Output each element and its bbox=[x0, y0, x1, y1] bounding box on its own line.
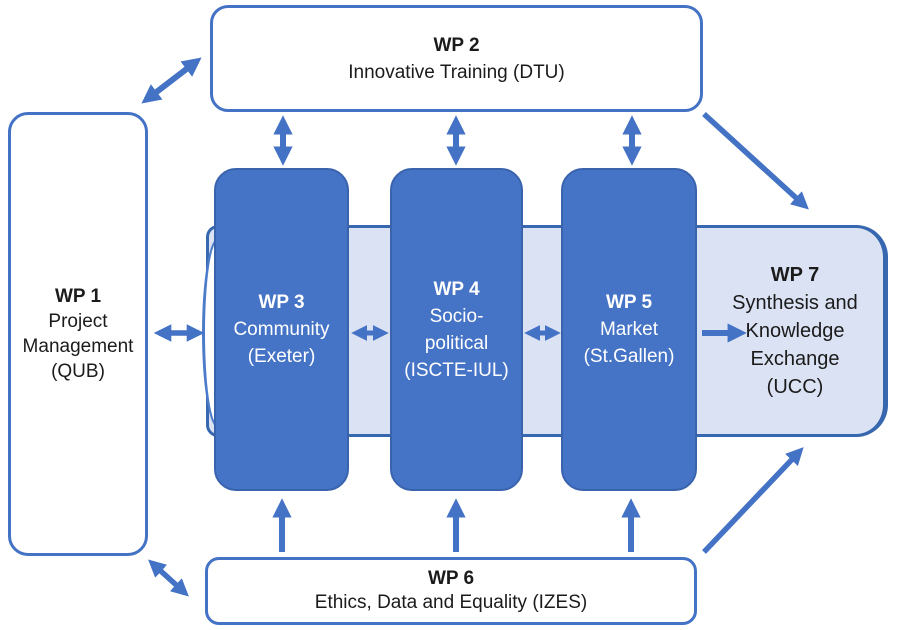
wp6-title: WP 6 bbox=[427, 568, 475, 589]
wp7-line: Knowledge bbox=[745, 320, 845, 342]
wp1-box: WP 1 Project Management (QUB) bbox=[8, 112, 148, 556]
arrow-wp1-wp2 bbox=[141, 57, 202, 104]
wp4-title: WP 4 bbox=[433, 278, 480, 300]
wp2-box: WP 2 Innovative Training (DTU) bbox=[210, 5, 703, 112]
wp5-title: WP 5 bbox=[605, 292, 653, 313]
wp4-line: (ISCTE-IUL) bbox=[404, 359, 509, 381]
wp6-box: WP 6 Ethics, Data and Equality (IZES) bbox=[205, 557, 697, 625]
wp7-line: Exchange bbox=[750, 348, 840, 370]
wp1-line: Management bbox=[22, 336, 134, 357]
wp4-box: WP 4 Socio- political (ISCTE-IUL) bbox=[390, 168, 523, 491]
wp1-title: WP 1 bbox=[54, 286, 102, 307]
wp7-line: Synthesis and bbox=[732, 292, 858, 314]
wp4-line: Socio- bbox=[429, 305, 484, 327]
wp3-line: (Exeter) bbox=[247, 346, 316, 367]
arrow-wp2-wp7 bbox=[702, 111, 809, 210]
wp4-line: political bbox=[424, 332, 489, 354]
wp7-title: WP 7 bbox=[770, 264, 820, 286]
wp1-line: (QUB) bbox=[51, 361, 105, 382]
wp7-line: (UCC) bbox=[766, 376, 824, 398]
arrow-wp6-wp7 bbox=[702, 447, 804, 554]
wp2-line: Innovative Training (DTU) bbox=[348, 61, 565, 83]
wp3-line: Community bbox=[233, 319, 330, 340]
wp5-line: (St.Gallen) bbox=[583, 346, 675, 367]
wp5-line: Market bbox=[599, 319, 659, 340]
arrow-wp1-wp6 bbox=[148, 559, 189, 597]
wp3-title: WP 3 bbox=[258, 292, 305, 313]
wp2-title: WP 2 bbox=[433, 34, 480, 56]
wp6-line: Ethics, Data and Equality (IZES) bbox=[314, 592, 588, 613]
wp3-box: WP 3 Community (Exeter) bbox=[214, 168, 349, 491]
wp7-label: WP 7 Synthesis and Knowledge Exchange (U… bbox=[702, 225, 888, 437]
wp5-box: WP 5 Market (St.Gallen) bbox=[561, 168, 697, 491]
wp1-line: Project bbox=[48, 311, 108, 332]
